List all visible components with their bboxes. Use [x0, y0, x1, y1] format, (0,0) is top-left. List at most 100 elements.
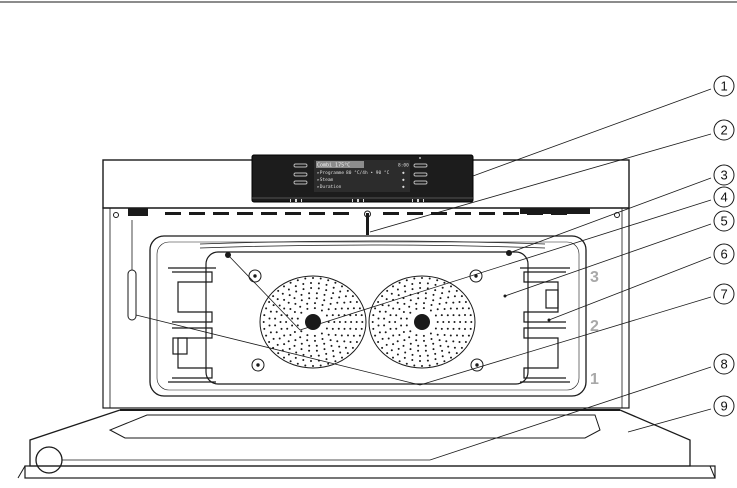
fan-hole [421, 365, 423, 367]
fan-hole [374, 334, 377, 337]
fan-hole [434, 358, 437, 361]
fan-hole [389, 314, 392, 317]
fan-hole [296, 317, 299, 320]
fan-hole [441, 292, 444, 295]
fan-hole [312, 365, 314, 367]
fan-hole [338, 296, 341, 299]
fan-hole [272, 304, 275, 307]
display-header-bar [316, 161, 364, 168]
fan-hole [415, 334, 418, 337]
fan-hole [405, 317, 408, 320]
fan-hole [459, 321, 462, 323]
fan-hole [436, 279, 439, 282]
fan-hole [315, 344, 318, 347]
fan-hole [470, 321, 473, 323]
fan-hole [377, 341, 380, 343]
fan-hole [272, 337, 275, 340]
fan-hole [320, 332, 323, 335]
fan-hole [464, 301, 467, 303]
fan-hole [337, 327, 340, 330]
fan-hole [323, 293, 326, 296]
fan-hole [464, 314, 466, 316]
fan-hole [424, 349, 427, 352]
fan-hole [352, 334, 355, 337]
fan-left [259, 275, 367, 369]
fan-hole [392, 307, 395, 310]
fan-hole [275, 310, 278, 313]
fan-hole [378, 310, 381, 313]
fan-hole [461, 334, 464, 337]
fan-hole [268, 341, 271, 343]
fan-hole [415, 302, 418, 305]
fan-hole [417, 297, 420, 300]
fan-hole [300, 342, 303, 345]
fan-hole [351, 295, 354, 298]
fan-hole [310, 287, 313, 289]
fan-hole [409, 342, 412, 345]
fan-hole [358, 307, 361, 310]
fan-hole [409, 311, 412, 314]
fan-hole [331, 314, 334, 317]
fan-hole [341, 285, 343, 288]
fan-hole [287, 288, 290, 291]
fan-hole [403, 302, 406, 305]
fan-perforation [262, 277, 473, 367]
fan-hole [315, 297, 318, 300]
fan-hole [293, 311, 296, 313]
fan-hole [426, 282, 429, 285]
fan-hole [383, 324, 386, 327]
fan-hole [434, 314, 437, 317]
fan-hole [343, 301, 346, 304]
fan-hole [402, 344, 405, 347]
fan-hole [350, 321, 353, 323]
fan-hole [310, 360, 312, 362]
fan-hole [409, 348, 412, 351]
fan-hole [360, 314, 363, 317]
fan-hole [280, 327, 283, 330]
fan-hole [398, 281, 401, 284]
fan-hole [285, 321, 288, 323]
leader-lines [62, 88, 712, 461]
fan-hole [423, 302, 425, 305]
svg-text:4: 4 [721, 190, 728, 205]
fan-hole [464, 321, 467, 323]
fan-hole [306, 302, 309, 305]
right-sensor-buttons[interactable] [413, 163, 428, 185]
fan-hole [447, 321, 450, 323]
fan-hole [283, 298, 286, 301]
fan-hole [377, 301, 380, 303]
fan-hole [338, 345, 341, 348]
callout-5: 5 [713, 210, 735, 232]
fan-hole [334, 334, 337, 336]
temperature-sensor-head [364, 210, 371, 218]
fan-hole [417, 349, 420, 352]
fan-hole [421, 277, 423, 279]
display-row-2: ▸Steam [317, 177, 334, 183]
fan-hole [426, 359, 429, 362]
callout-3: 3 [713, 164, 735, 186]
fan-hole [452, 327, 455, 330]
fan-hole [294, 356, 297, 359]
fan-hole [315, 292, 318, 295]
fan-hole [286, 327, 289, 330]
fan-hole [456, 307, 458, 310]
screw-left [113, 212, 119, 218]
fan-hole [276, 343, 279, 346]
fan-hole [411, 288, 414, 291]
left-sensor-buttons[interactable] [293, 163, 308, 185]
display-row-1-mid: 80 °C/4h • 90 °C [346, 170, 390, 176]
fan-hole [449, 307, 452, 310]
fan-hole [398, 360, 401, 363]
fan-hole [443, 308, 446, 310]
fan-hole [317, 287, 320, 290]
fan-hole [313, 334, 316, 337]
fan-hole [392, 356, 394, 359]
fan-hole [355, 328, 357, 330]
fan-hole [278, 337, 281, 340]
fan-hole [338, 321, 341, 323]
fan-hole [306, 339, 309, 342]
fan-hole [443, 281, 446, 284]
fan-hole [372, 327, 375, 330]
fan-hole [361, 321, 364, 323]
fan-hole [343, 340, 346, 343]
